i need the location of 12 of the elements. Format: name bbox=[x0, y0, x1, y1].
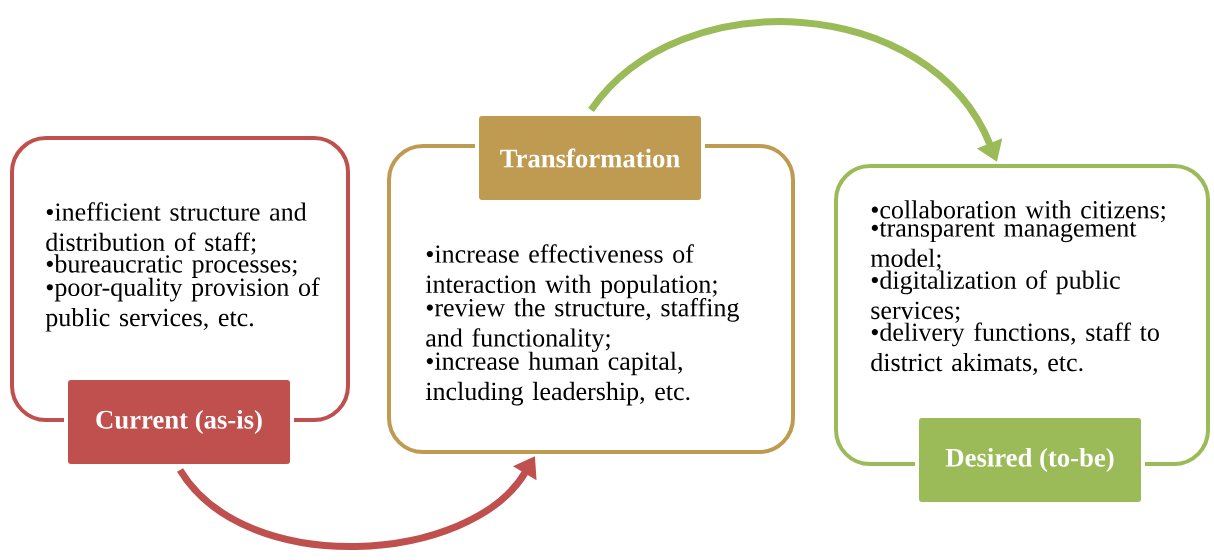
bullet-item: •digitalization of public services; bbox=[871, 270, 1120, 323]
bullet-item: •inefficient structure and distribution of staff; bbox=[46, 202, 307, 255]
heading-tab: Transformation bbox=[475, 112, 705, 204]
bullet-item: •transparent management model; bbox=[870, 221, 1137, 271]
bullet-item: •increase effectiveness of interaction with population; bbox=[425, 244, 717, 299]
heading-tab: Current (as-is) bbox=[64, 376, 294, 468]
heading-tab: Desired (to-be) bbox=[915, 414, 1145, 506]
bullet-item: •collaboration with citizens; bbox=[871, 200, 1165, 223]
bullet-item: •increase human capital, including leadership, etc. bbox=[425, 351, 690, 406]
bullet-item: •delivery functions, staff to district akimats, etc. bbox=[871, 322, 1159, 375]
bullet-item: •bureaucratic processes; bbox=[46, 254, 297, 278]
bullet-item: •poor-quality provision of public services, etc. bbox=[45, 277, 320, 332]
